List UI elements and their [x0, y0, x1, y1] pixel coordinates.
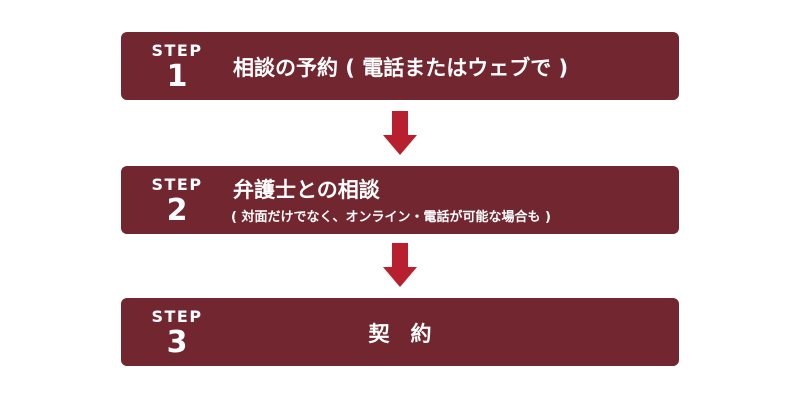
step-2-number: 2 [166, 193, 188, 228]
step-3-title: 契 約 [368, 322, 432, 346]
step-1-badge: STEP 1 [121, 32, 233, 100]
down-arrow-icon [383, 111, 417, 155]
step-1-title: 相談の予約 ( 電話またはウェブで ) [233, 56, 569, 80]
step-2-box: STEP 2 弁護士との相談 ( 対面だけでなく、オンライン・電話が可能な場合も… [121, 166, 679, 234]
down-arrow-icon [383, 243, 417, 287]
step-1-box: STEP 1 相談の予約 ( 電話またはウェブで ) [121, 32, 679, 100]
step-3-number: 3 [166, 325, 188, 360]
step-3-box: STEP 3 契 約 [121, 298, 679, 366]
step-3-badge: STEP 3 [121, 298, 233, 366]
step-1-label: STEP [151, 41, 203, 60]
step-2-label: STEP [151, 175, 203, 194]
step-2-badge: STEP 2 [121, 166, 233, 234]
step-2-subtitle: ( 対面だけでなく、オンライン・電話が可能な場合も ) [231, 210, 551, 225]
step-1-number: 1 [166, 59, 188, 94]
step-2-title: 弁護士との相談 [233, 178, 380, 202]
step-3-label: STEP [151, 307, 203, 326]
